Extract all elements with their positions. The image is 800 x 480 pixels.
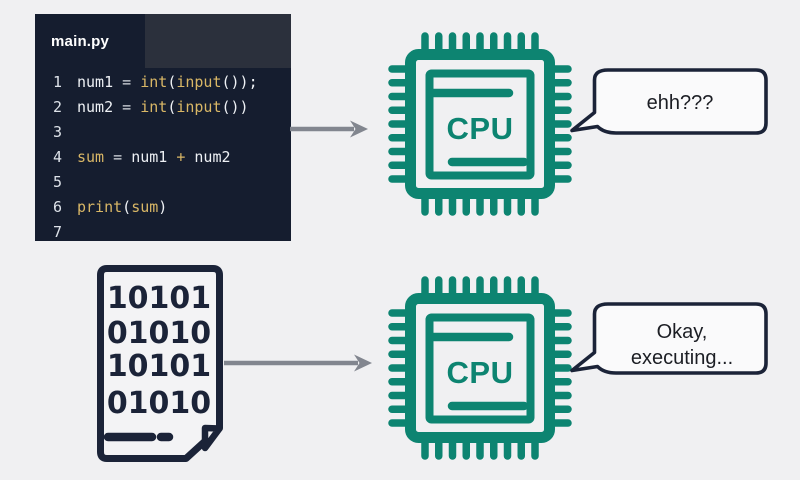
- code-text: print(sum): [77, 198, 168, 216]
- tab-bar-background: [145, 14, 291, 68]
- arrow-right-icon: [224, 354, 372, 372]
- line-number: 6: [53, 198, 63, 216]
- tab-main-py[interactable]: main.py: [35, 14, 145, 68]
- cpu-chip-icon: CPU: [388, 32, 572, 216]
- line-number: 4: [53, 148, 63, 166]
- cpu-label: CPU: [447, 111, 514, 146]
- code-line: 5: [35, 170, 291, 195]
- speech-text-line2: executing...: [631, 347, 733, 369]
- code-text: sum = num1 + num2: [77, 148, 231, 166]
- binary-row: 10101: [107, 349, 211, 384]
- code-area: 1 num1 = int(input()); 2 num2 = int(input()…: [35, 68, 291, 241]
- code-text: [77, 170, 291, 195]
- speech-bubble: ehh???: [570, 68, 768, 135]
- code-text: [77, 220, 291, 245]
- arrow-right-icon: [290, 120, 368, 138]
- code-text: num2 = int(input()): [77, 98, 249, 116]
- code-line: 4 sum = num1 + num2: [35, 145, 291, 170]
- code-line: 1 num1 = int(input());: [35, 70, 291, 95]
- code-editor-window: main.py 1 num1 = int(input()); 2 num2 = int…: [35, 14, 291, 241]
- code-line: 2 num2 = int(input()): [35, 95, 291, 120]
- tab-label: main.py: [51, 32, 110, 50]
- binary-row: 01010: [107, 316, 211, 351]
- code-line: 3: [35, 120, 291, 145]
- line-number: 2: [53, 98, 63, 116]
- code-text: [77, 120, 291, 145]
- code-text: num1 = int(input());: [77, 73, 258, 91]
- code-line: 6 print(sum): [35, 195, 291, 220]
- speech-bubble: Okay, executing...: [570, 302, 768, 375]
- binary-row: 01010: [107, 386, 211, 421]
- cpu-chip-icon: CPU: [388, 276, 572, 460]
- code-line: 7: [35, 220, 291, 245]
- speech-text: ehh???: [647, 92, 714, 114]
- binary-file-icon: 10101 01010 10101 01010: [97, 265, 223, 462]
- cpu-label: CPU: [447, 355, 514, 390]
- editor-tab-bar: main.py: [35, 14, 291, 68]
- line-number: 7: [53, 223, 63, 241]
- binary-row: 10101: [107, 281, 211, 316]
- line-number: 1: [53, 73, 63, 91]
- line-number: 3: [53, 123, 63, 141]
- line-number: 5: [53, 173, 63, 191]
- speech-text-line1: Okay,: [657, 321, 708, 343]
